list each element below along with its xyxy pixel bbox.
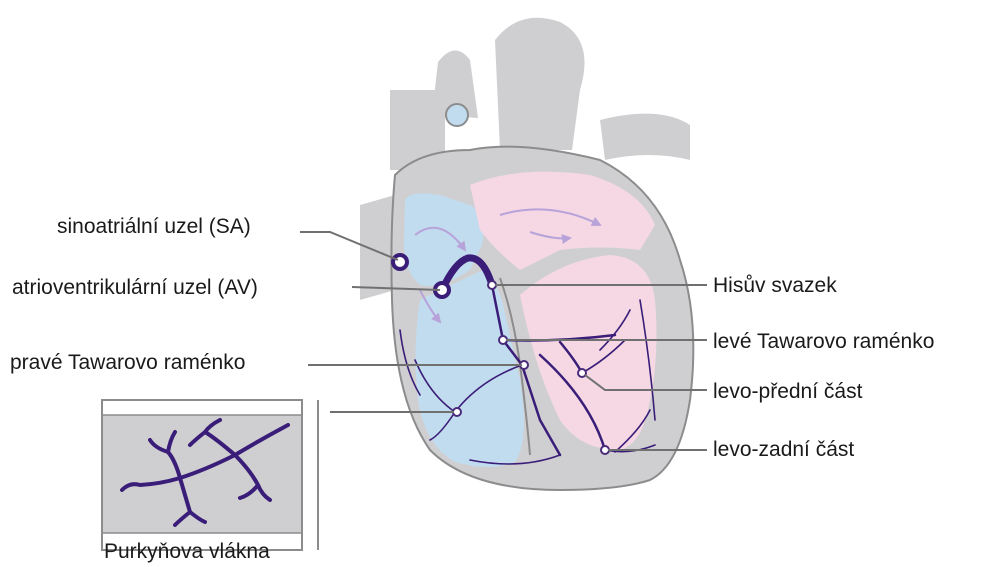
label-left-posterior: levo-zadní část [713,438,854,461]
heart-illustration [360,18,693,490]
label-his-bundle: Hisův svazek [713,274,837,297]
label-av-node: atrioventrikulární uzel (AV) [12,276,258,299]
right-pulmonary-vessel [600,114,690,160]
left-bundle-marker [499,336,507,344]
label-sa-node: sinoatriální uzel (SA) [57,215,251,238]
label-right-bundle: pravé Tawarovo raménko [10,351,245,374]
aorta [495,18,585,150]
label-left-bundle: levé Tawarovo raménko [713,330,934,353]
his-bundle-marker [488,281,496,289]
vessel-opening [446,104,468,126]
label-left-anterior: levo-přední část [713,380,863,403]
purkinje-marker [453,408,461,416]
purkinje-inset [102,400,318,550]
left-posterior-marker [601,446,609,454]
sa-node-marker [393,255,407,269]
label-purkinje: Purkyňova vlákna [104,540,270,563]
